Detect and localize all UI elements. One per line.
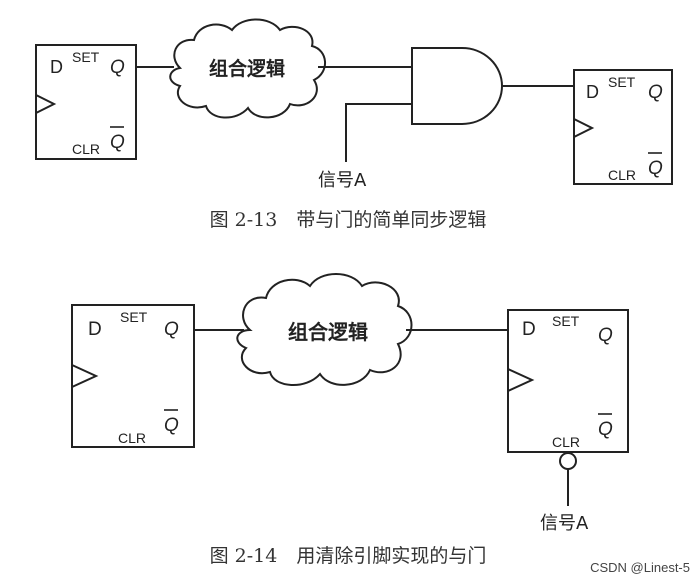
ff-clr-label: CLR bbox=[552, 434, 580, 450]
clear-inversion-bubble bbox=[559, 452, 577, 470]
ff-qbar-label: Q bbox=[164, 415, 179, 436]
clock-input-icon bbox=[35, 94, 57, 114]
ff-d-label: D bbox=[88, 319, 102, 340]
figure-caption: 图 2-13 带与门的简单同步逻辑 bbox=[210, 209, 487, 231]
clock-input-icon bbox=[507, 368, 535, 392]
ff-qbar-label: Q bbox=[598, 419, 613, 440]
combinational-logic-cloud: 组合逻辑 bbox=[169, 18, 326, 119]
ff-set-label: SET bbox=[552, 313, 580, 329]
ff-d-label: D bbox=[586, 82, 599, 102]
signal-a-label: 信号A bbox=[318, 170, 367, 191]
flip-flop-left-1: D SET Q CLR Q bbox=[35, 44, 137, 160]
wire-signal-a bbox=[345, 103, 412, 162]
ff-d-label: D bbox=[522, 319, 536, 340]
clock-input-icon bbox=[573, 118, 595, 138]
flip-flop-body bbox=[35, 44, 137, 160]
ff-set-label: SET bbox=[120, 309, 148, 325]
watermark-text: CSDN @Linest-5 bbox=[590, 560, 690, 575]
ff-set-label: SET bbox=[72, 49, 100, 65]
flip-flop-body bbox=[71, 304, 195, 448]
flip-flop-right-2: D SET Q CLR Q bbox=[507, 309, 629, 453]
combinational-logic-cloud: 组合逻辑 bbox=[236, 273, 413, 387]
cloud-label: 组合逻辑 bbox=[209, 57, 285, 80]
cloud-shape bbox=[236, 273, 413, 387]
figure-caption: 图 2-14 用清除引脚实现的与门 bbox=[210, 545, 487, 567]
cloud-label: 组合逻辑 bbox=[288, 320, 368, 344]
ff-clr-label: CLR bbox=[72, 141, 100, 157]
ff-q-label: Q bbox=[648, 82, 663, 103]
ff-qbar-label: Q bbox=[648, 158, 663, 179]
ff-q-label: Q bbox=[164, 319, 179, 340]
figure-2-13: D SET Q CLR Q 组合逻辑 信号A D SET Q bbox=[35, 18, 673, 231]
clock-input-icon bbox=[71, 364, 99, 388]
ff-set-label: SET bbox=[608, 74, 636, 90]
flip-flop-left-2: D SET Q CLR Q bbox=[71, 304, 195, 448]
figure-2-14: D SET Q CLR Q 组合逻辑 D SET Q CLR Q bbox=[71, 273, 629, 567]
ff-d-label: D bbox=[50, 57, 63, 77]
ff-q-label: Q bbox=[110, 57, 125, 78]
ff-qbar-label: Q bbox=[110, 132, 125, 153]
ff-clr-label: CLR bbox=[608, 167, 636, 183]
ff-clr-label: CLR bbox=[118, 430, 146, 446]
cloud-shape bbox=[169, 18, 326, 119]
ff-q-label: Q bbox=[598, 325, 613, 346]
flip-flop-right-1: D SET Q CLR Q bbox=[573, 69, 673, 185]
signal-a-label: 信号A bbox=[540, 513, 589, 534]
and-gate bbox=[411, 47, 503, 125]
